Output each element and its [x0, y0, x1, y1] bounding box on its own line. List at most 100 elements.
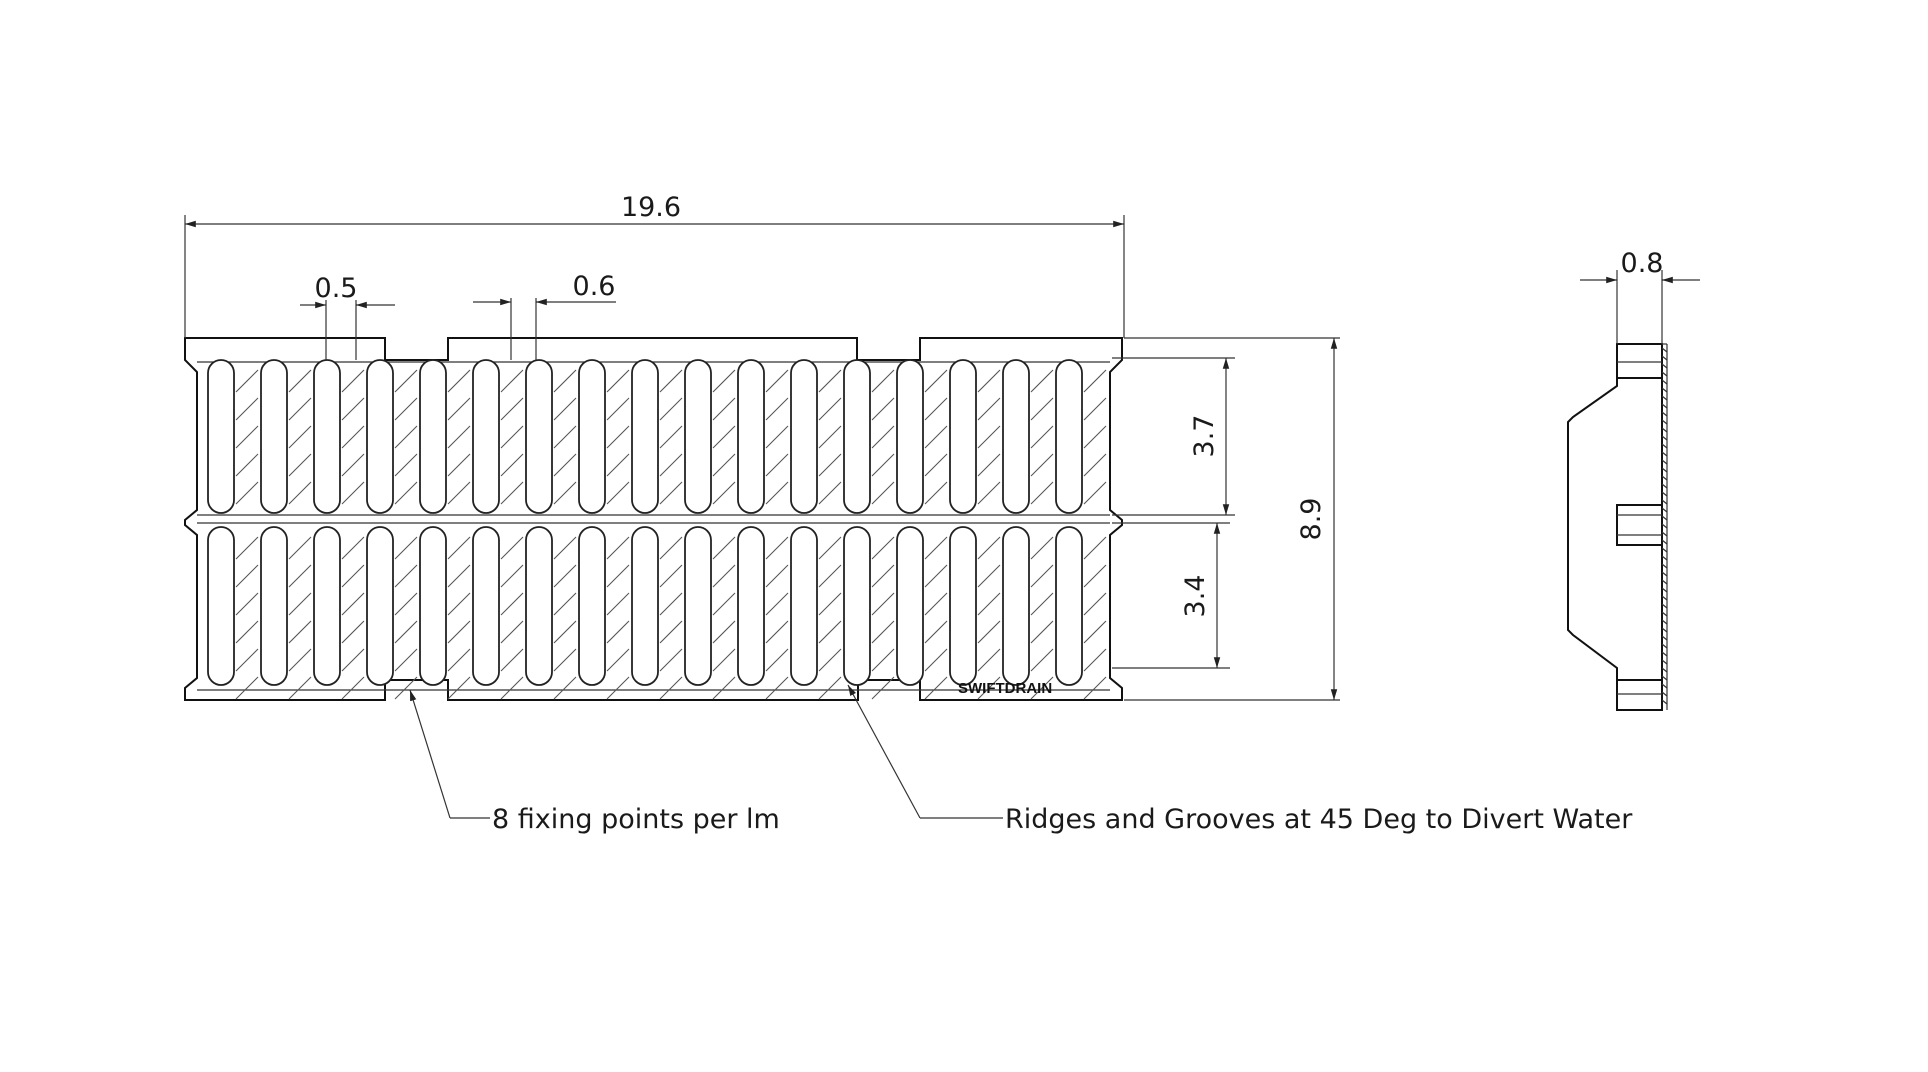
ridge-hatch-line	[1083, 369, 1107, 393]
lower-slot	[790, 526, 818, 686]
side-ridge-tick	[1661, 435, 1668, 441]
ridge-hatch-line	[1083, 592, 1107, 616]
rib-width-label: 0.6	[573, 271, 616, 302]
brand-mark: SWIFTDRAIN	[958, 680, 1052, 697]
ridge-hatch-line	[977, 564, 1001, 588]
ridge-hatch-line	[871, 648, 895, 672]
lower-slot	[260, 526, 288, 686]
side-ridge-tick	[1661, 371, 1668, 377]
ridge-hatch-line	[924, 620, 948, 644]
ridge-hatch-line	[818, 453, 842, 477]
side-ridge-tick	[1661, 579, 1668, 585]
dimension-slot-width: 0.5	[300, 273, 395, 360]
ridge-hatch-line	[553, 425, 577, 449]
callout-ridges: Ridges and Grooves at 45 Deg to Divert W…	[847, 684, 1633, 835]
side-ridge-tick	[1661, 499, 1668, 505]
upper-slot	[472, 359, 500, 514]
ridge-hatch-line	[977, 536, 1001, 560]
side-ridge-tick	[1661, 507, 1668, 513]
upper-slot	[366, 359, 394, 514]
ridge-hatch-line	[394, 536, 418, 560]
ridge-hatch-line	[394, 425, 418, 449]
ridge-hatch-line	[288, 453, 312, 477]
side-ridge-tick	[1661, 635, 1668, 641]
ridge-hatch-line	[977, 592, 1001, 616]
ridge-hatch-line	[500, 564, 524, 588]
ridge-hatch-line	[1083, 676, 1107, 700]
ridge-hatch-line	[924, 536, 948, 560]
side-ridge-tick	[1661, 563, 1668, 569]
side-body	[1567, 377, 1663, 681]
lower-slot	[578, 526, 606, 686]
ridge-hatch-line	[871, 592, 895, 616]
lower-slot	[313, 526, 341, 686]
lower-row-height-label: 3.4	[1180, 575, 1211, 618]
ridge-hatch-line	[765, 481, 789, 505]
lower-slot	[366, 526, 394, 686]
dimension-overall-width: 8.9	[1124, 337, 1340, 701]
overall-length-label: 19.6	[621, 192, 681, 223]
ridge-hatch-line	[712, 592, 736, 616]
ridge-hatch-line	[394, 648, 418, 672]
ridge-hatch-line	[712, 397, 736, 421]
slot-width-label: 0.5	[315, 273, 358, 304]
ridges-note: Ridges and Grooves at 45 Deg to Divert W…	[1005, 804, 1633, 835]
upper-slot	[843, 359, 871, 514]
ridge-hatch-line	[606, 397, 630, 421]
ridge-hatch-line	[447, 481, 471, 505]
ridge-hatch-line	[871, 481, 895, 505]
ridge-hatch-line	[924, 481, 948, 505]
ridge-hatch-line	[553, 481, 577, 505]
ridge-hatch-line	[1030, 397, 1054, 421]
ridge-hatch-line	[553, 648, 577, 672]
ridge-hatch-line	[712, 481, 736, 505]
ridge-hatch-line	[1083, 620, 1107, 644]
side-ridge-tick	[1661, 651, 1668, 657]
ridge-hatch-line	[235, 481, 259, 505]
ridge-hatch-line	[765, 397, 789, 421]
ridge-hatch-line	[977, 453, 1001, 477]
ridge-hatch-line	[1083, 536, 1107, 560]
ridge-hatch-line	[553, 676, 577, 700]
side-ridge-tick	[1661, 603, 1668, 609]
ridge-hatch-line	[288, 397, 312, 421]
side-ridge-tick	[1661, 531, 1668, 537]
ridge-hatch-line	[977, 425, 1001, 449]
ridge-hatch-line	[818, 536, 842, 560]
ridge-hatch-line	[977, 648, 1001, 672]
ridge-hatch-line	[871, 620, 895, 644]
side-ridge-tick	[1661, 427, 1668, 433]
ridge-hatch-line	[1030, 620, 1054, 644]
ridge-hatch-line	[500, 592, 524, 616]
ridge-hatch-line	[606, 592, 630, 616]
side-ridge-tick	[1661, 387, 1668, 393]
ridge-hatch-line	[394, 397, 418, 421]
ridge-hatch-line	[553, 592, 577, 616]
ridge-hatch-line	[341, 397, 365, 421]
lower-slot	[684, 526, 712, 686]
ridge-hatch-line	[288, 620, 312, 644]
ridge-hatch-line	[871, 536, 895, 560]
side-ridge-tick	[1661, 555, 1668, 561]
upper-slot	[631, 359, 659, 514]
ridge-hatch-line	[500, 453, 524, 477]
upper-slot	[260, 359, 288, 514]
side-ridge-tick	[1661, 347, 1668, 353]
ridge-hatch-line	[606, 369, 630, 393]
side-ridge-tick	[1661, 451, 1668, 457]
side-ridge-tick	[1661, 419, 1668, 425]
ridge-hatch-line	[871, 564, 895, 588]
upper-slot	[578, 359, 606, 514]
ridge-hatch-line	[765, 676, 789, 700]
ridge-hatch-line	[500, 620, 524, 644]
ridge-hatch-line	[712, 564, 736, 588]
side-ridge-tick	[1661, 619, 1668, 625]
ridge-hatch-line	[1030, 648, 1054, 672]
ridge-hatch-line	[447, 425, 471, 449]
ridge-hatch-line	[288, 536, 312, 560]
side-ridge-tick	[1661, 483, 1668, 489]
dimension-overall-length: 19.6	[184, 192, 1125, 338]
ridge-hatch-line	[977, 397, 1001, 421]
ridge-hatch-line	[235, 676, 259, 700]
side-thickness-label: 0.8	[1621, 248, 1664, 279]
